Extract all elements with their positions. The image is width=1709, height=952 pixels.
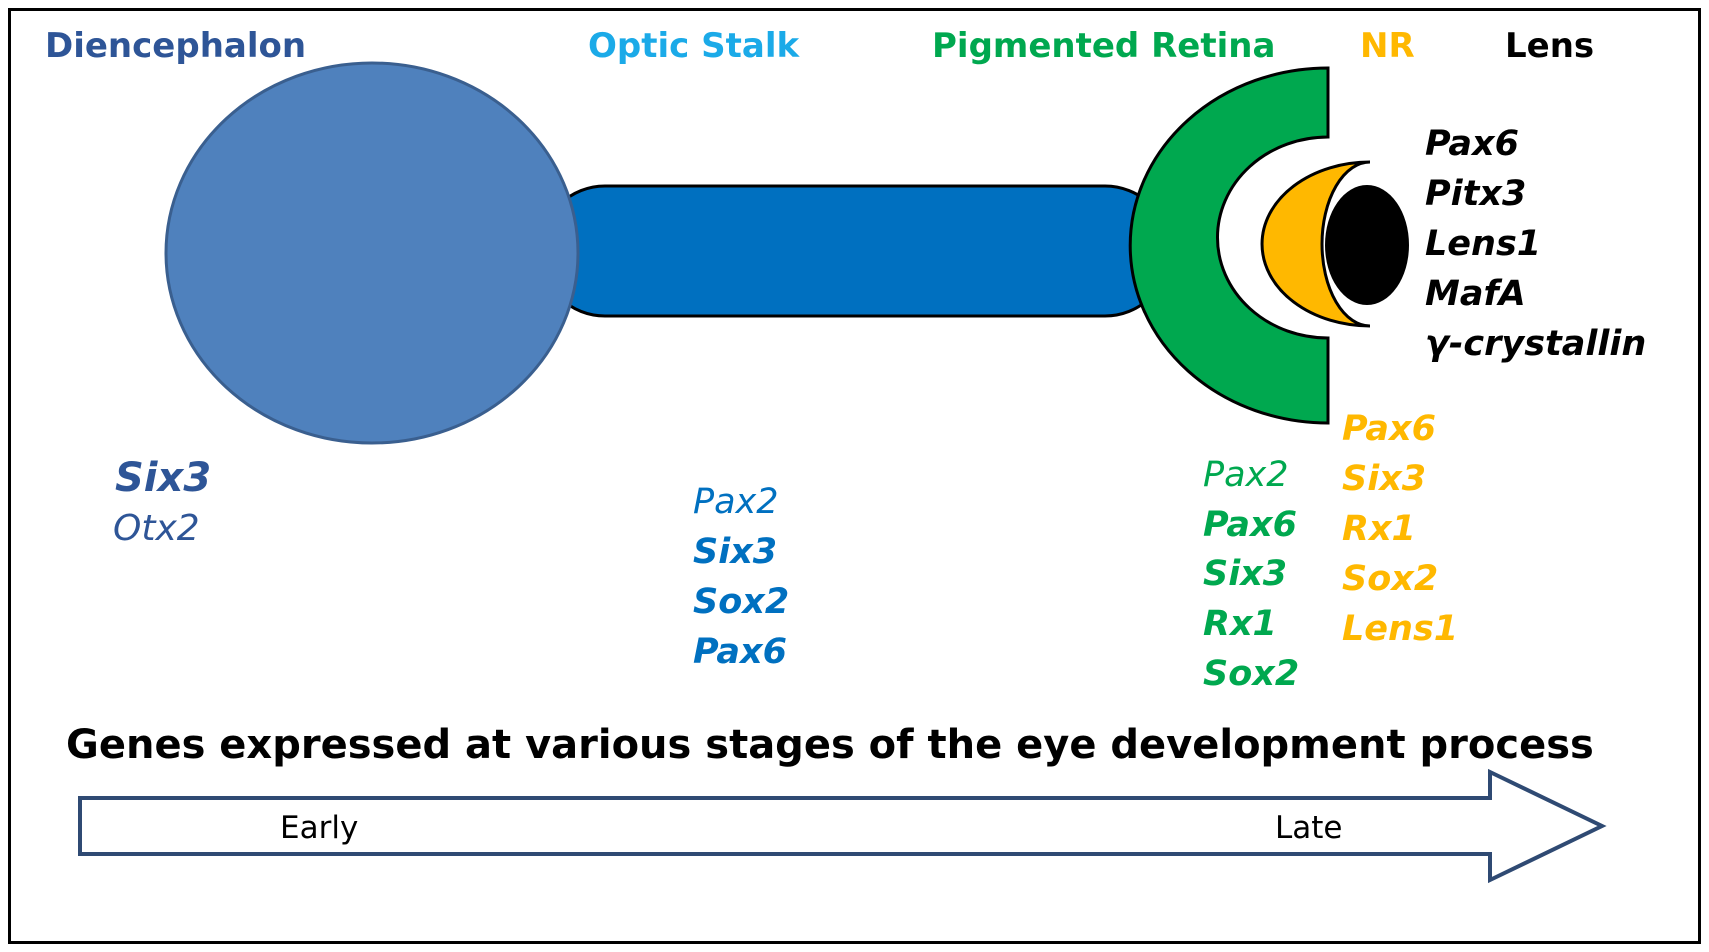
lens-shape <box>1325 185 1409 305</box>
gene-lens-1: Pax6 <box>1425 124 1519 164</box>
timeline-late-label: Late <box>1275 810 1343 846</box>
header-optic-stalk: Optic Stalk <box>588 26 800 66</box>
gene-lens-4: MafA <box>1425 274 1526 314</box>
gene-pigmented-retina-5: Sox2 <box>1203 654 1299 694</box>
gene-lens-2: Pitx3 <box>1425 174 1526 214</box>
header-pigmented-retina: Pigmented Retina <box>932 26 1275 66</box>
gene-optic-stalk-3: Sox2 <box>693 582 789 622</box>
gene-nr-1: Pax6 <box>1342 409 1436 449</box>
neural-retina-shape <box>1260 160 1371 328</box>
optic-stalk-shape <box>538 184 1172 318</box>
gene-optic-stalk-2: Six3 <box>693 532 777 572</box>
header-nr: NR <box>1360 26 1415 66</box>
gene-nr-3: Rx1 <box>1342 509 1416 549</box>
gene-pigmented-retina-2: Pax6 <box>1203 505 1297 545</box>
diencephalon-shape <box>164 61 580 445</box>
gene-lens-3: Lens1 <box>1425 224 1541 264</box>
gene-nr-5: Lens1 <box>1342 609 1458 649</box>
gene-optic-stalk-4: Pax6 <box>693 632 787 672</box>
header-diencephalon: Diencephalon <box>45 26 306 66</box>
gene-optic-stalk-1: Pax2 <box>693 482 779 522</box>
header-lens: Lens <box>1505 26 1594 66</box>
gene-nr-4: Sox2 <box>1342 559 1438 599</box>
gene-pigmented-retina-1: Pax2 <box>1203 455 1289 495</box>
timeline-arrow <box>78 768 1607 884</box>
gene-lens-5: γ-crystallin <box>1425 324 1646 364</box>
diagram-title: Genes expressed at various stages of the… <box>66 722 1594 768</box>
gene-nr-2: Six3 <box>1342 459 1426 499</box>
gene-diencephalon-2: Otx2 <box>113 508 200 549</box>
pigmented-retina-shape <box>1128 66 1330 425</box>
gene-pigmented-retina-4: Rx1 <box>1203 604 1277 644</box>
gene-diencephalon-1: Six3 <box>115 455 211 501</box>
gene-pigmented-retina-3: Six3 <box>1203 554 1287 594</box>
timeline-early-label: Early <box>280 810 358 846</box>
